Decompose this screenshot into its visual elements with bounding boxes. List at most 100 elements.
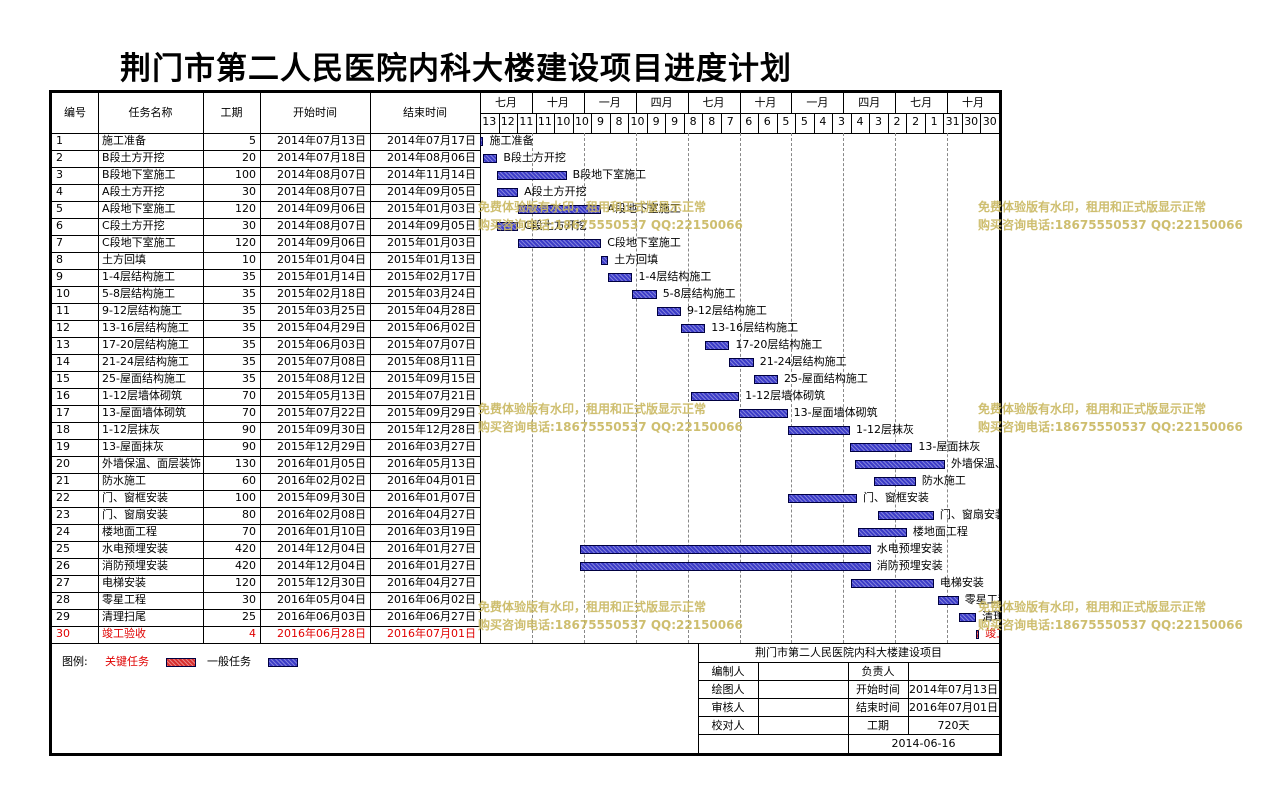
task-end: 2016年04月01日 bbox=[387, 474, 476, 487]
timeline-month-line bbox=[687, 93, 689, 113]
timeline-month-line bbox=[895, 93, 897, 113]
task-start: 2016年02月08日 bbox=[277, 508, 366, 521]
watermark-text: 购买咨询电话:18675550537 QQ:22150066 bbox=[478, 618, 743, 632]
task-end: 2015年09月15日 bbox=[387, 372, 476, 385]
task-bar bbox=[518, 205, 602, 214]
task-end: 2016年04月27日 bbox=[387, 508, 476, 521]
watermark-text: 免费体验版有水印，租用和正式版显示正常 bbox=[478, 402, 707, 416]
column-divider bbox=[98, 93, 99, 643]
task-bar-label: 13-屋面墙体砌筑 bbox=[793, 406, 878, 419]
task-duration: 20 bbox=[242, 151, 256, 164]
task-duration: 90 bbox=[242, 423, 256, 436]
legend-label: 图例: bbox=[62, 655, 88, 668]
task-end: 2016年06月02日 bbox=[387, 593, 476, 606]
row-divider bbox=[52, 269, 480, 270]
task-name: 13-屋面抹灰 bbox=[102, 440, 164, 453]
task-duration: 10 bbox=[242, 253, 256, 266]
column-divider bbox=[260, 93, 261, 643]
task-name: 1-12层抹灰 bbox=[102, 423, 160, 436]
task-end: 2016年07月01日 bbox=[387, 627, 476, 640]
row-divider bbox=[52, 150, 480, 151]
task-id: 2 bbox=[56, 151, 63, 164]
task-bar bbox=[497, 188, 519, 197]
timeline-gridline bbox=[687, 133, 689, 643]
row-divider bbox=[52, 524, 480, 525]
task-end: 2016年03月27日 bbox=[387, 440, 476, 453]
timeline-month-line bbox=[843, 93, 845, 113]
task-name: 楼地面工程 bbox=[102, 525, 157, 538]
task-bar-label: 9-12层结构施工 bbox=[686, 304, 767, 317]
titleblock-start-label: 开始时间 bbox=[856, 683, 900, 696]
task-bar bbox=[753, 375, 778, 384]
task-start: 2015年07月22日 bbox=[277, 406, 366, 419]
task-duration: 35 bbox=[242, 321, 256, 334]
task-id: 21 bbox=[56, 474, 70, 487]
task-id: 9 bbox=[56, 270, 63, 283]
task-bar bbox=[739, 409, 788, 418]
task-start: 2015年03月25日 bbox=[277, 304, 366, 317]
watermark-text: 购买咨询电话:18675550537 QQ:22150066 bbox=[978, 218, 1243, 232]
task-bar bbox=[483, 154, 498, 163]
task-duration: 130 bbox=[235, 457, 256, 470]
task-name: 电梯安装 bbox=[102, 576, 146, 589]
timeline-day: 30 bbox=[982, 115, 997, 128]
task-name: 17-20层结构施工 bbox=[102, 338, 189, 351]
task-start: 2014年07月18日 bbox=[277, 151, 366, 164]
row-divider bbox=[52, 422, 480, 423]
timeline-day-divider bbox=[665, 113, 667, 133]
task-bar-label: 1-12层抹灰 bbox=[856, 423, 914, 436]
row-divider bbox=[52, 354, 480, 355]
task-start: 2015年02月18日 bbox=[277, 287, 366, 300]
watermark-text: 免费体验版有水印，租用和正式版显示正常 bbox=[478, 200, 707, 214]
task-name: 25-屋面结构施工 bbox=[102, 372, 186, 385]
task-id: 12 bbox=[56, 321, 70, 334]
timeline-day-divider bbox=[591, 113, 593, 133]
timeline-day: 6 bbox=[745, 115, 753, 128]
row-divider bbox=[52, 218, 480, 219]
timeline-day-divider bbox=[554, 113, 556, 133]
timeline-day-divider bbox=[535, 113, 537, 133]
timeline-day: 6 bbox=[763, 115, 771, 128]
task-bar-label: A段土方开挖 bbox=[524, 185, 587, 198]
task-start: 2014年09月06日 bbox=[277, 236, 366, 249]
timeline-day-divider bbox=[739, 113, 741, 133]
timeline-day: 3 bbox=[837, 115, 845, 128]
timeline-month-line bbox=[583, 93, 585, 113]
task-bar-label: 5-8层结构施工 bbox=[662, 287, 736, 300]
grid-bottom-line bbox=[52, 643, 999, 644]
task-start: 2016年02月02日 bbox=[277, 474, 366, 487]
task-start: 2015年12月30日 bbox=[277, 576, 366, 589]
task-bar bbox=[518, 239, 602, 248]
timeline-month-line bbox=[947, 93, 949, 113]
task-duration: 35 bbox=[242, 304, 256, 317]
task-id: 25 bbox=[56, 542, 70, 555]
titleblock-end-label: 结束时间 bbox=[856, 701, 900, 714]
task-bar bbox=[787, 426, 851, 435]
titleblock-drawer: 绘图人 bbox=[711, 683, 745, 696]
timeline-day-divider bbox=[850, 113, 852, 133]
task-duration: 90 bbox=[242, 440, 256, 453]
task-start: 2015年04月29日 bbox=[277, 321, 366, 334]
task-name: 土方回填 bbox=[102, 253, 146, 266]
header-divider bbox=[52, 133, 999, 134]
task-id: 16 bbox=[56, 389, 70, 402]
timeline-day-divider bbox=[758, 113, 760, 133]
task-bar bbox=[787, 494, 857, 503]
timeline-day-divider bbox=[646, 113, 648, 133]
task-end: 2015年07月07日 bbox=[387, 338, 476, 351]
timeline-day: 2 bbox=[912, 115, 920, 128]
task-start: 2016年05月04日 bbox=[277, 593, 366, 606]
task-name: 9-12层结构施工 bbox=[102, 304, 182, 317]
task-name: A段地下室施工 bbox=[102, 202, 176, 215]
task-name: 竣工验收 bbox=[102, 627, 146, 640]
task-id: 7 bbox=[56, 236, 63, 249]
task-name: 21-24层结构施工 bbox=[102, 355, 189, 368]
timeline-day: 3 bbox=[875, 115, 883, 128]
task-start: 2016年06月03日 bbox=[277, 610, 366, 623]
timeline-day: 9 bbox=[596, 115, 604, 128]
timeline-gridline bbox=[895, 133, 897, 643]
task-end: 2014年08月06日 bbox=[387, 151, 476, 164]
task-duration: 70 bbox=[242, 406, 256, 419]
task-name: 防水施工 bbox=[102, 474, 146, 487]
task-duration: 120 bbox=[235, 236, 256, 249]
